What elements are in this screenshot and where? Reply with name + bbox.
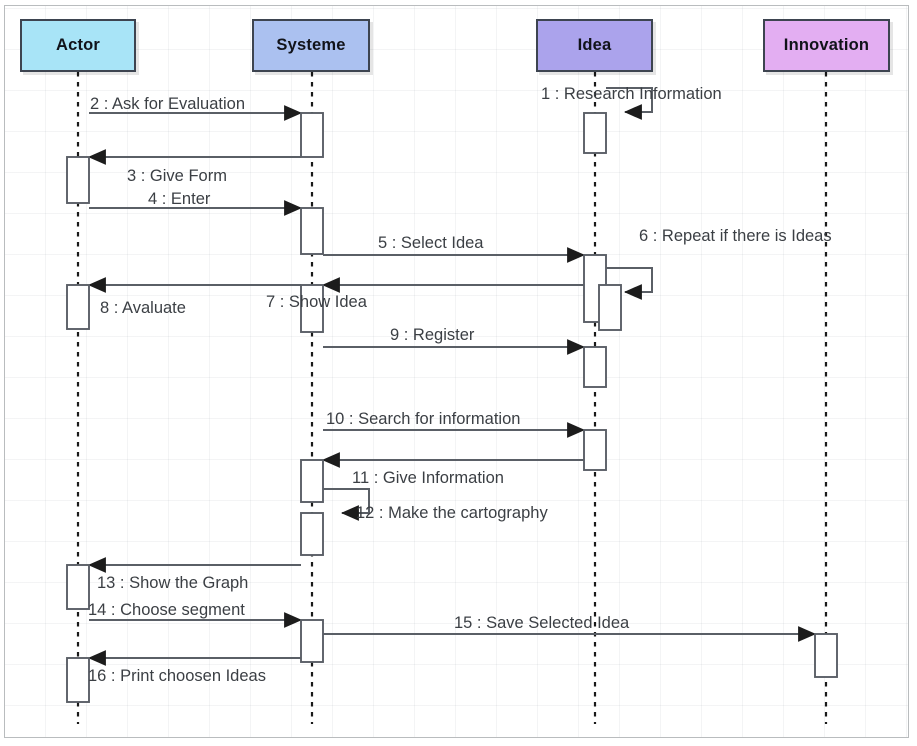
message-label-12: 12 : Make the cartography bbox=[356, 504, 548, 522]
diagram-frame bbox=[4, 5, 909, 738]
participant-header-idea[interactable]: Idea bbox=[536, 19, 653, 72]
message-label-16: 16 : Print choosen Ideas bbox=[88, 667, 266, 685]
activation-bar-actor-2 bbox=[66, 156, 90, 204]
message-label-15: 15 : Save Selected Idea bbox=[454, 614, 630, 632]
activation-bar-actor-12 bbox=[66, 564, 90, 610]
message-label-3: 3 : Give Form bbox=[127, 167, 227, 185]
message-arrows-group bbox=[87, 87, 817, 666]
lifelines-group bbox=[76, 72, 828, 724]
message-label-7: 7 : Show Idea bbox=[266, 293, 367, 311]
activation-bar-systeme-10 bbox=[300, 459, 324, 503]
participant-label: Innovation bbox=[783, 36, 870, 54]
self-message-path bbox=[323, 488, 370, 521]
message-arrow-1[interactable] bbox=[606, 87, 653, 120]
message-label-13: 13 : Show the Graph bbox=[97, 574, 249, 592]
participant-label: Systeme bbox=[276, 36, 346, 54]
activation-bar-idea-0 bbox=[583, 112, 607, 154]
message-label-8: 8 : Avaluate bbox=[100, 299, 186, 317]
activation-bar-systeme-6 bbox=[300, 284, 324, 333]
message-label-1: 1 : Research Information bbox=[541, 85, 722, 103]
activation-bar-actor-15 bbox=[66, 657, 90, 703]
activation-bar-actor-7 bbox=[66, 284, 90, 330]
message-label-2: 2 : Ask for Evaluation bbox=[90, 95, 246, 113]
message-label-10: 10 : Search for information bbox=[326, 410, 521, 428]
message-label-11: 11 : Give Information bbox=[352, 469, 504, 487]
activation-bar-systeme-13 bbox=[300, 619, 324, 663]
participant-label: Idea bbox=[577, 36, 612, 54]
self-message-path bbox=[606, 267, 653, 300]
message-label-6: 6 : Repeat if there is Ideas bbox=[639, 227, 832, 245]
activation-bar-systeme-11 bbox=[300, 512, 324, 556]
activation-bar-idea-8 bbox=[583, 346, 607, 388]
activation-bars-group bbox=[66, 112, 838, 703]
message-label-5: 5 : Select Idea bbox=[378, 234, 484, 252]
participant-header-systeme[interactable]: Systeme bbox=[252, 19, 370, 72]
activation-bar-systeme-1 bbox=[300, 112, 324, 158]
self-message-path bbox=[606, 87, 653, 120]
participant-header-innovation[interactable]: Innovation bbox=[763, 19, 890, 72]
activation-bar-systeme-3 bbox=[300, 207, 324, 255]
activation-bar-idea-5 bbox=[598, 284, 622, 331]
message-label-14: 14 : Choose segment bbox=[88, 601, 245, 619]
message-arrow-6[interactable] bbox=[606, 267, 653, 300]
message-arrow-12[interactable] bbox=[323, 488, 370, 521]
activation-bar-innovation-14 bbox=[814, 633, 838, 678]
message-label-9: 9 : Register bbox=[390, 326, 475, 344]
message-label-4: 4 : Enter bbox=[148, 190, 211, 208]
activation-bar-idea-9 bbox=[583, 429, 607, 471]
participant-header-actor[interactable]: Actor bbox=[20, 19, 136, 72]
participant-label: Actor bbox=[55, 36, 101, 54]
